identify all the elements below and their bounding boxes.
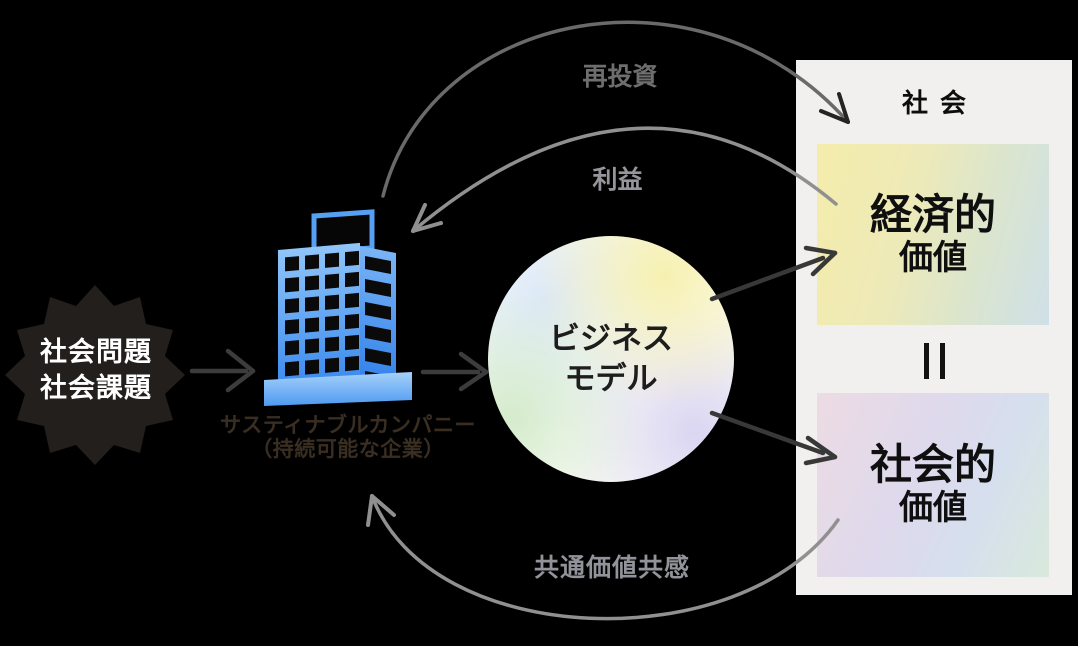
reinvestment-label: 再投資 [582, 63, 658, 91]
profit-label: 利益 [592, 166, 643, 194]
equals-sign [796, 343, 1072, 379]
social-issues-line1: 社会問題 [40, 337, 152, 367]
arrow-company-to-business-model [420, 351, 489, 392]
equals-bar [939, 343, 945, 379]
shared-value-label: 共通価値共感 [533, 554, 690, 582]
business-model-line2: モデル [564, 361, 658, 396]
social-issues-label: 社会問題 社会課題 [10, 334, 182, 406]
economic-value-title: 経済的 [869, 190, 996, 238]
business-model-line1: ビジネス [549, 320, 673, 356]
business-model-circle: ビジネス モデル [488, 236, 734, 482]
economic-value-box: 経済的 価値 [817, 144, 1049, 325]
equals-bar [923, 343, 929, 379]
company-name: サスティナブルカンパニー [220, 414, 476, 437]
building-front-face [278, 242, 360, 384]
company-label: サスティナブルカンパニー （持続可能な企業） [198, 414, 498, 462]
building-icon [264, 209, 412, 406]
society-panel: 社会 経済的 価値 社会的 価値 [796, 60, 1072, 595]
social-value-subtitle: 価値 [899, 489, 967, 528]
building-roof [311, 209, 375, 255]
social-issues-line2: 社会課題 [40, 373, 152, 403]
society-title: 社会 [901, 88, 978, 118]
arrow-issues-to-company [189, 348, 256, 393]
social-value-title: 社会的 [869, 441, 996, 489]
company-subtitle: （持続可能な企業） [251, 438, 445, 461]
social-value-box: 社会的 価値 [817, 393, 1049, 577]
building-side-face [360, 246, 396, 395]
economic-value-subtitle: 価値 [899, 238, 967, 277]
building-base [264, 372, 412, 406]
